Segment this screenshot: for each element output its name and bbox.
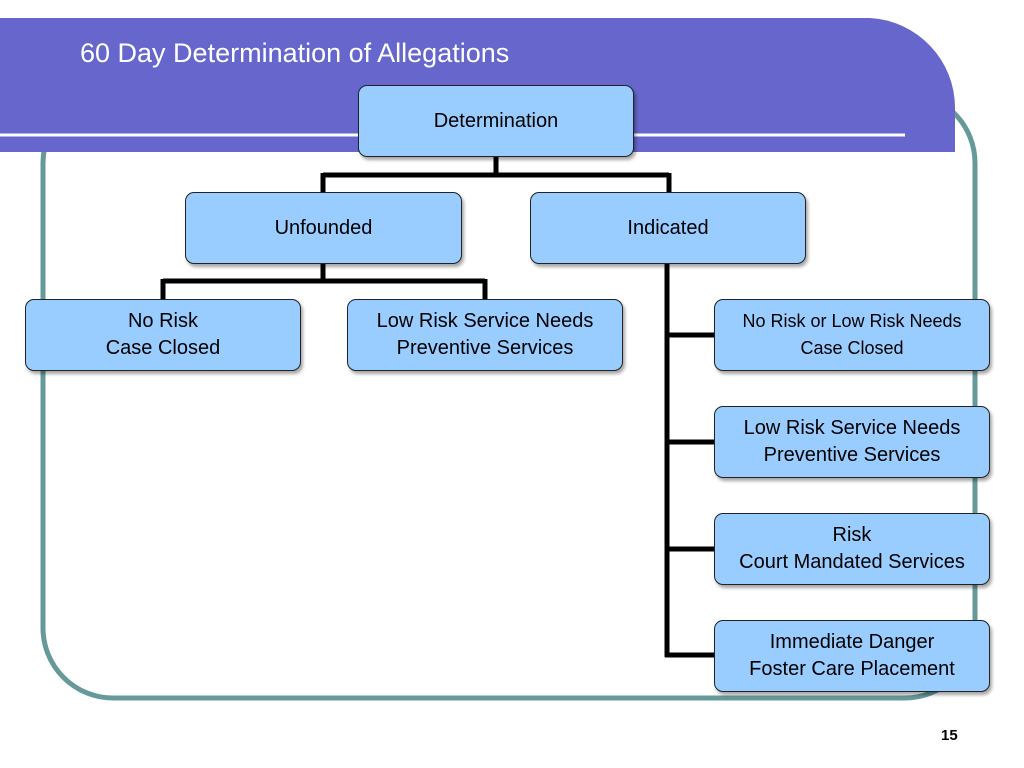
node-line-1: No Risk [127, 310, 198, 332]
slide-title: 60 Day Determination of Allegations [80, 38, 510, 68]
node-line-1: Low Risk Service Needs [743, 417, 961, 439]
node-line-1: Low Risk Service Needs [376, 310, 594, 332]
page-number: 15 [941, 727, 958, 744]
node-indicated-immediate-danger: Immediate Danger Foster Care Placement [714, 620, 990, 692]
node-line-2: Foster Care Placement [749, 658, 955, 680]
node-indicated-risk-court: Risk Court Mandated Services [714, 513, 990, 585]
node-line-2: Preventive Services [396, 337, 574, 359]
node-no-risk-case-closed: No Risk Case Closed [25, 299, 301, 371]
node-low-risk-preventive: Low Risk Service Needs Preventive Servic… [347, 299, 623, 371]
node-label: Unfounded [274, 216, 373, 239]
node-unfounded: Unfounded [185, 192, 462, 264]
node-line-2: Preventive Services [763, 444, 941, 466]
node-indicated-no-risk-low-risk: No Risk or Low Risk Needs Case Closed [714, 299, 990, 371]
node-label: Indicated [627, 216, 709, 239]
node-line-1: Risk [832, 524, 872, 546]
node-determination: Determination [358, 85, 634, 157]
content-border [40, 90, 978, 701]
connectors [160, 155, 715, 658]
node-line-1: Immediate Danger [769, 631, 935, 653]
node-line-2: Court Mandated Services [739, 551, 965, 573]
node-indicated: Indicated [530, 192, 806, 264]
node-line-1: No Risk or Low Risk Needs [742, 311, 962, 331]
node-label: Determination [433, 109, 559, 132]
node-indicated-low-risk-preventive: Low Risk Service Needs Preventive Servic… [714, 406, 990, 478]
node-line-2: Case Closed [105, 337, 221, 359]
node-line-2: Case Closed [800, 338, 904, 358]
